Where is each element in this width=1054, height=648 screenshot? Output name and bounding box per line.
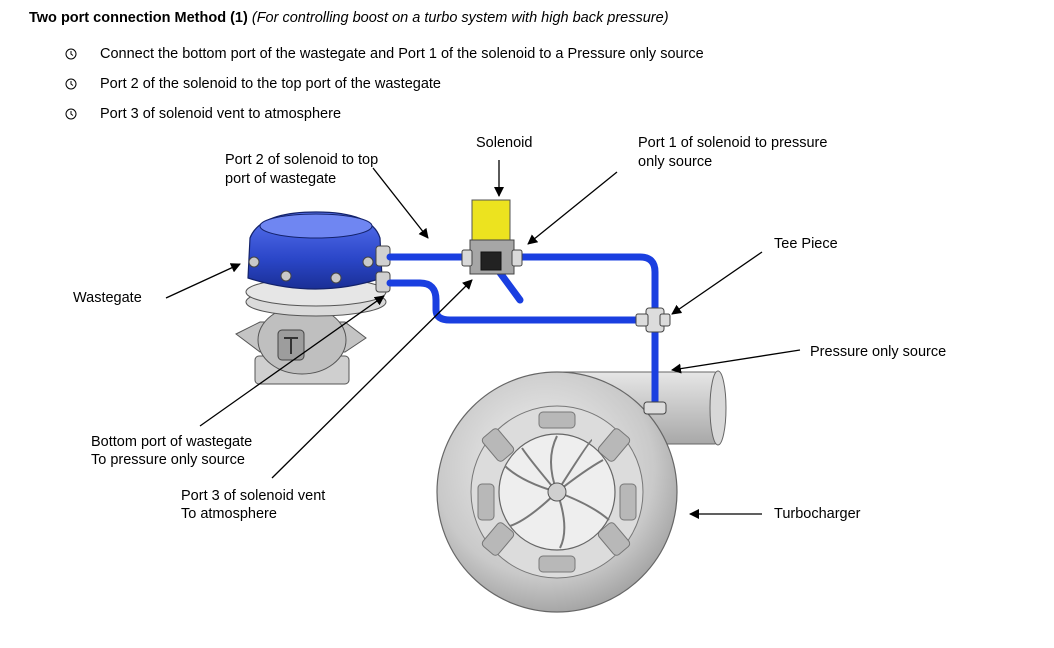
wastegate-ports bbox=[375, 245, 391, 293]
label-tee-piece: Tee Piece bbox=[774, 236, 838, 252]
leader-wastegate bbox=[165, 263, 241, 299]
solenoid-fittings bbox=[461, 249, 523, 267]
label-turbocharger: Turbocharger bbox=[774, 506, 861, 522]
leader-port2 bbox=[372, 167, 429, 239]
label-port1-line1: Port 1 of solenoid to pressure bbox=[638, 135, 827, 151]
label-bottom-port-line2: To pressure only source bbox=[91, 452, 245, 468]
leader-lines bbox=[165, 160, 801, 519]
heading-subtitle: (For controlling boost on a turbo system… bbox=[251, 10, 669, 26]
hose-port1 bbox=[511, 253, 659, 412]
hose-vent bbox=[494, 266, 524, 304]
label-port2-line2: port of wastegate bbox=[225, 171, 336, 187]
leader-pressure-source bbox=[671, 349, 801, 374]
label-solenoid: Solenoid bbox=[476, 135, 532, 151]
leader-tee bbox=[671, 251, 763, 315]
turbocharger-graphic bbox=[436, 370, 727, 613]
hose-lines bbox=[386, 253, 659, 412]
label-wastegate: Wastegate bbox=[73, 290, 142, 306]
heading: Two port connection Method (1) (For cont… bbox=[29, 9, 669, 27]
label-pressure-source: Pressure only source bbox=[810, 344, 946, 360]
solenoid-graphic bbox=[461, 199, 523, 275]
leader-port1 bbox=[527, 171, 618, 245]
tee-piece-graphic bbox=[635, 307, 671, 415]
housing-ribs bbox=[477, 411, 637, 573]
solenoid-coil bbox=[471, 199, 511, 247]
label-port2-line1: Port 2 of solenoid to top bbox=[225, 152, 378, 168]
label-port3-line2: To atmosphere bbox=[181, 506, 277, 522]
label-bottom-port-line1: Bottom port of wastegate bbox=[91, 434, 252, 450]
heading-title: Two port connection Method (1) bbox=[29, 10, 248, 26]
hose-bottom-port bbox=[386, 279, 644, 324]
leader-port3 bbox=[271, 279, 473, 479]
leader-bottom-port bbox=[199, 295, 385, 427]
wastegate-graphic bbox=[235, 211, 391, 385]
label-port3-line1: Port 3 of solenoid vent bbox=[181, 488, 325, 504]
label-port1-line2: only source bbox=[638, 154, 712, 170]
outlet-flange bbox=[709, 370, 727, 446]
wastegate-bolts bbox=[248, 256, 374, 284]
